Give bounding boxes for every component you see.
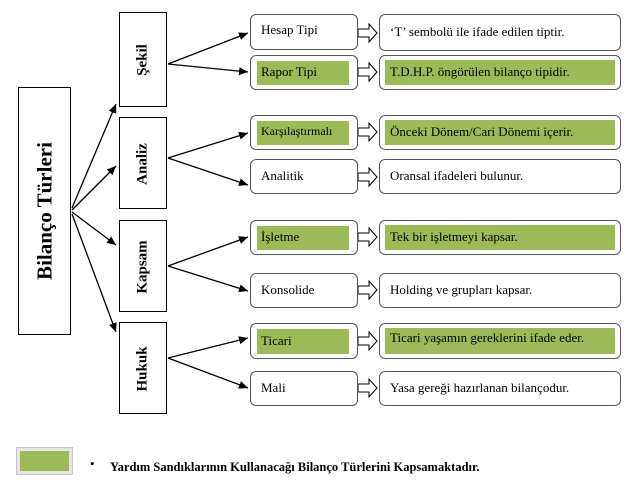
highlight-fill [257,329,349,354]
block-arrow-6 [357,279,378,301]
category-hukuk: Hukuk [119,322,167,414]
item-label: Karşılaştırmalı [261,124,333,138]
item-label: Ticari [261,333,292,348]
description-text: Yasa gereği hazırlanan bilançodur. [390,380,570,395]
category-sekil: Şekil [119,12,167,107]
block-arrow-5 [357,226,378,248]
category-label: Kapsam [134,240,151,294]
block-arrow-2 [357,61,378,83]
arrow-sekil-rapor [167,63,249,76]
highlight-fill [257,226,349,250]
arrow-kapsam-konsolide [167,265,249,293]
root-label: Bilanço Türleri [32,142,57,280]
legend-text: Yardım Sandıklarının Kullanacağı Bilanço… [110,460,480,474]
description-box: Holding ve grupları kapsar. [379,273,621,308]
description-box: Oransal ifadeleri bulunur. [379,159,621,194]
item-label: Analitik [261,168,304,183]
item-box: Ticari [250,323,358,359]
description-text: Tek bir işletmeyi kapsar. [390,229,518,244]
description-box: Ticari yaşamın gereklerini ifade eder. [379,323,621,359]
description-text: Ticari yaşamın gereklerini ifade eder. [390,330,585,345]
arrow-root-hukuk [71,213,117,333]
item-box: Mali [250,371,358,406]
block-arrow-4 [357,166,378,188]
arrow-analiz-karsilastirmali [167,131,249,159]
block-arrow-1 [357,22,378,44]
item-box: Konsolide [250,273,358,308]
description-text: ‘T’ sembolü ile ifade edilen tiptir. [390,24,565,39]
block-arrow-8 [357,377,378,399]
item-label: Konsolide [261,282,315,297]
legend-bullet: • [90,456,95,471]
highlight-fill [385,225,615,250]
category-label: Şekil [134,44,151,76]
category-kapsam: Kapsam [119,220,167,312]
highlight-fill [385,120,615,145]
item-label: Hesap Tipi [261,22,318,37]
description-text: Oransal ifadeleri bulunur. [390,168,524,183]
legend-swatch [16,447,73,475]
block-arrow-7 [357,330,378,352]
item-box: Karşılaştırmalı [250,115,358,150]
item-box: Rapor Tipi [250,55,358,90]
arrow-sekil-hesap [167,32,249,65]
arrow-analiz-analitik [167,157,249,186]
description-text: Holding ve grupları kapsar. [390,282,533,297]
description-box: Yasa gereği hazırlanan bilançodur. [379,371,621,406]
description-box: ‘T’ sembolü ile ifade edilen tiptir. [379,14,621,51]
arrow-root-sekil [71,103,117,209]
item-label: Rapor Tipi [261,64,317,79]
root-box: Bilanço Türleri [18,87,71,335]
highlight-fill [257,121,349,145]
item-label: İşletme [261,229,300,244]
category-label: Analiz [134,143,151,185]
description-box: T.D.H.P. öngörülen bilanço tipidir. [379,55,621,90]
description-box: Önceki Dönem/Cari Dönemi içerir. [379,115,621,150]
category-analiz: Analiz [119,117,167,209]
arrow-root-analiz [71,165,117,211]
arrow-root-kapsam [71,211,117,246]
item-box: İşletme [250,220,358,255]
highlight-fill [385,60,615,85]
arrow-hukuk-mali [167,357,249,389]
block-arrow-3 [357,121,378,143]
item-box: Hesap Tipi [250,14,358,50]
highlight-fill [257,61,349,85]
description-text: T.D.H.P. öngörülen bilanço tipidir. [390,64,570,79]
arrow-kapsam-isletme [167,236,249,267]
description-box: Tek bir işletmeyi kapsar. [379,220,621,255]
item-box: Analitik [250,159,358,194]
highlight-fill [385,328,615,354]
category-label: Hukuk [134,346,151,392]
description-text: Önceki Dönem/Cari Dönemi içerir. [390,124,574,139]
arrow-hukuk-ticari [167,336,249,359]
item-label: Mali [261,380,286,395]
